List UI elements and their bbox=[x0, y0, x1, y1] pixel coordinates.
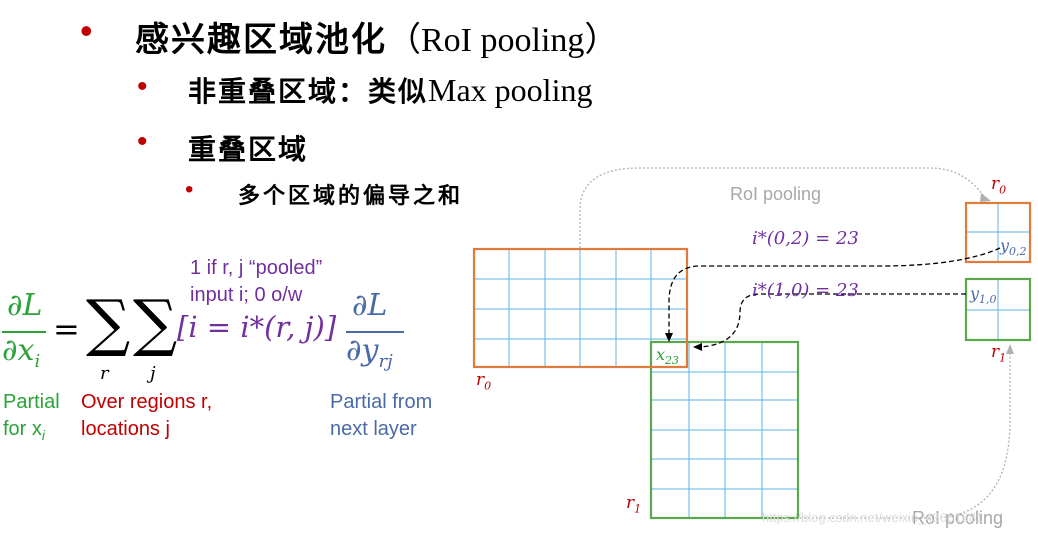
formula-equals: = bbox=[53, 310, 80, 348]
bullet-l3-dot: • bbox=[137, 125, 148, 158]
roi-pooling-bottom-path bbox=[800, 352, 1011, 519]
bullet-l2-text: 非重叠区域：类似Max pooling bbox=[188, 72, 593, 108]
annotation-partial-line1: Partial bbox=[3, 391, 60, 413]
backprop-arrow-y10 bbox=[699, 293, 966, 348]
annotation-next-line1: Partial from bbox=[330, 391, 433, 413]
y02-label: y0,2 bbox=[1000, 236, 1027, 259]
annotation-pooled: 1 if r, j “pooled” input i; 0 o/w bbox=[190, 255, 322, 309]
roi-pooling-bottom-label: RoI pooling bbox=[912, 508, 1004, 528]
bullet-l4-dot: • bbox=[185, 176, 194, 203]
annotation-regions-line2: locations j bbox=[81, 418, 170, 440]
formula-sum-r-subscript: r bbox=[100, 363, 109, 384]
backprop-arrow-y02-head bbox=[665, 333, 673, 342]
formula-numerator-right: ∂L bbox=[352, 288, 388, 323]
backprop-arrow-y10-head bbox=[693, 343, 702, 351]
annotation-regions-line1: Over regions r, bbox=[81, 391, 213, 413]
annotation-regions: Over regions r, locations j bbox=[81, 389, 212, 443]
formula-sum-j: ∑ bbox=[133, 286, 178, 359]
bullet-l1-text: 感兴趣区域池化（RoI pooling） bbox=[135, 20, 619, 60]
input-grid-r1 bbox=[649, 340, 800, 520]
bullet-l4-text: 多个区域的偏导之和 bbox=[238, 183, 464, 209]
formula-numerator-left: ∂L bbox=[7, 288, 43, 323]
input-r0-label: r0 bbox=[476, 370, 492, 393]
formula-sum-j-subscript: j bbox=[150, 363, 156, 384]
y10-label: y1,0 bbox=[970, 284, 997, 307]
formula-sum-r: ∑ bbox=[86, 286, 131, 359]
watermark: https://blog.csdn.net/weixin_43661681 bbox=[762, 510, 984, 525]
bullet-l1-dot: • bbox=[80, 10, 93, 51]
output-r0-label: r0 bbox=[991, 174, 1007, 197]
output-r1-border bbox=[964, 277, 1032, 342]
roi-pooling-top-label: RoI pooling bbox=[730, 184, 822, 204]
annotation-partial-line2: for xi bbox=[3, 418, 46, 443]
formula-indicator: [i = i*(r, j)] bbox=[177, 310, 337, 344]
istar-10-label: i*(1,0) = 23 bbox=[752, 280, 859, 301]
annotation-next-layer: Partial from next layer bbox=[330, 389, 432, 443]
grid-r0-border bbox=[472, 247, 689, 369]
annotation-partial-x: Partial for xi bbox=[3, 389, 60, 449]
formula-denominator-right: ∂yrj bbox=[346, 333, 393, 372]
annotation-pooled-line1: 1 if r, j “pooled” bbox=[190, 257, 323, 279]
input-r1-label: r1 bbox=[626, 493, 642, 516]
annotation-pooled-line2: input i; 0 o/w bbox=[190, 284, 303, 306]
roi-pooling-bottom-arrowhead bbox=[1006, 344, 1014, 354]
formula-denominator-left: ∂xi bbox=[2, 333, 41, 372]
annotation-next-line2: next layer bbox=[330, 418, 417, 440]
grid-r1-border bbox=[649, 340, 800, 520]
output-grid-r1 bbox=[964, 277, 1032, 342]
x23-label: x23 bbox=[656, 345, 680, 368]
bullet-l2-dot: • bbox=[137, 70, 148, 103]
output-r0-border bbox=[964, 201, 1032, 264]
backprop-arrow-y02 bbox=[668, 247, 1001, 336]
formula-fraction-bar-right bbox=[346, 331, 404, 333]
istar-02-label: i*(0,2) = 23 bbox=[752, 228, 859, 249]
roi-pooling-top-path bbox=[579, 167, 986, 248]
formula-fraction-bar-left bbox=[2, 331, 46, 333]
bullet-l3-text: 重叠区域 bbox=[188, 133, 309, 166]
output-grid-r0 bbox=[964, 201, 1032, 264]
output-r1-label: r1 bbox=[991, 342, 1007, 365]
roi-pooling-top-arrowhead bbox=[980, 193, 991, 202]
